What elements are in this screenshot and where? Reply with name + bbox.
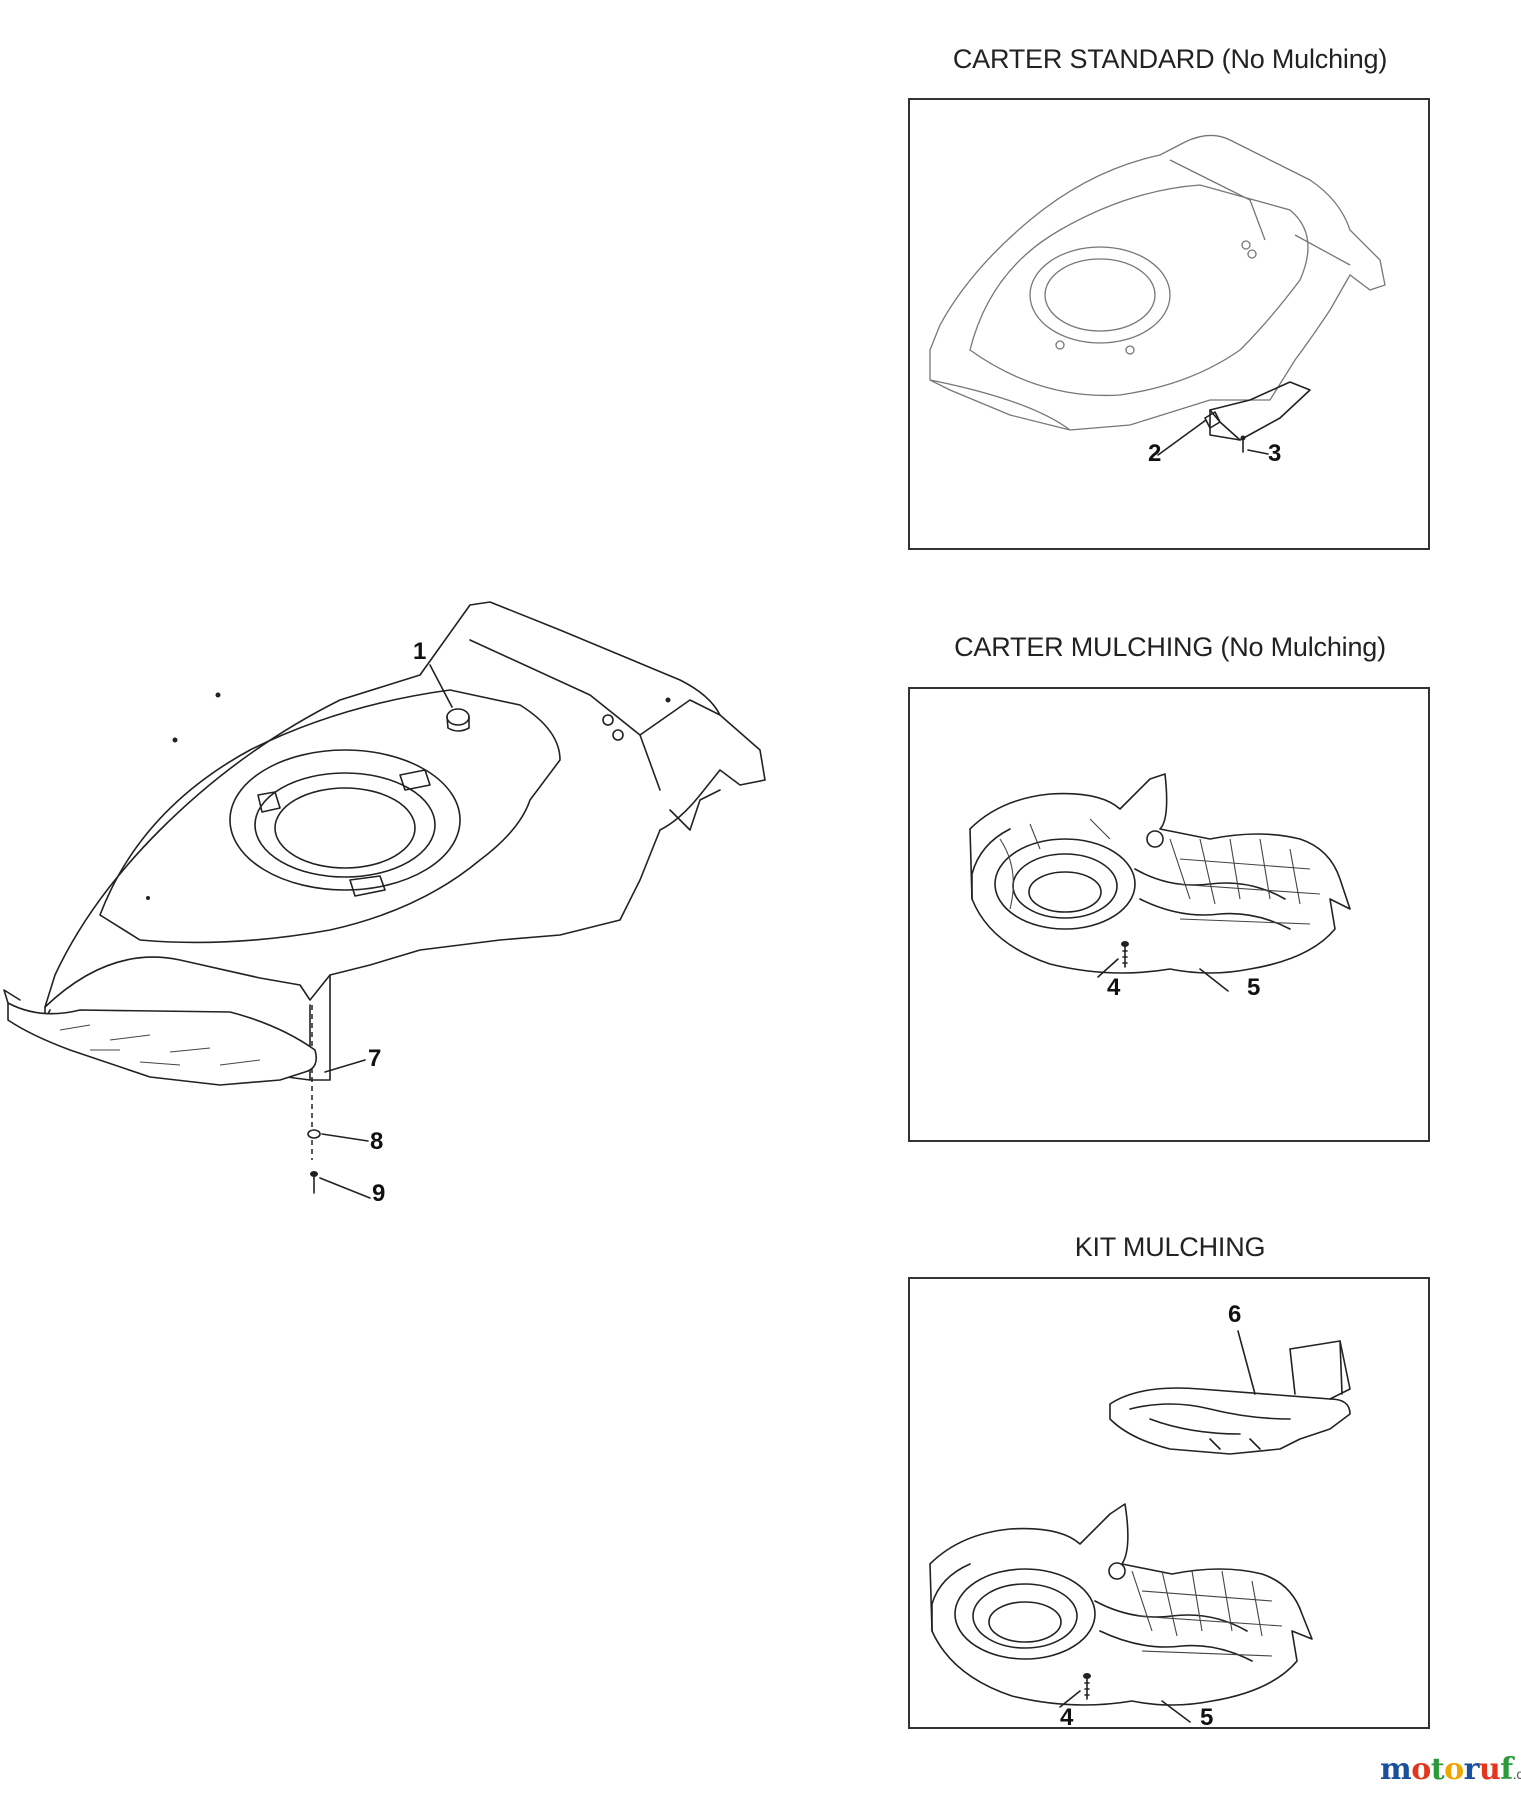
deck-housing-drawing <box>3 601 766 1199</box>
panel-kit-mulching: 6 4 5 <box>908 1277 1430 1731</box>
callout-8: 8 <box>370 1128 384 1155</box>
callout-3: 3 <box>1268 440 1282 467</box>
panel-carter-mulching: 4 5 <box>908 687 1430 1142</box>
panel-carter-standard: 2 3 <box>908 98 1430 550</box>
motoruf-logo: motoruf.de <box>1380 1752 1521 1787</box>
callout-1: 1 <box>413 638 427 665</box>
kit-mulching-drawing <box>929 1330 1351 1723</box>
panel-title-carter-mulching: CARTER MULCHING (No Mulching) <box>954 632 1386 662</box>
callout-2: 2 <box>1148 440 1162 467</box>
callout-7: 7 <box>368 1045 382 1072</box>
logo-suffix: .de <box>1512 1768 1521 1783</box>
callout-5: 5 <box>1247 974 1261 1001</box>
panel-title-kit-mulching: KIT MULCHING <box>1074 1232 1266 1262</box>
callout-4: 4 <box>1107 974 1121 1001</box>
callout-4: 4 <box>1060 1704 1074 1731</box>
main-deck-exploded-view: 1 7 8 9 <box>0 580 860 1340</box>
callout-9: 9 <box>372 1180 386 1207</box>
panel-title-carter-standard: CARTER STANDARD (No Mulching) <box>952 44 1388 74</box>
callout-6: 6 <box>1228 1301 1242 1328</box>
deck-outline-grey <box>929 134 1386 456</box>
callout-5: 5 <box>1200 1704 1214 1731</box>
mulching-insert-drawing <box>969 773 1351 992</box>
logo-text: motoruf <box>1380 1752 1513 1787</box>
